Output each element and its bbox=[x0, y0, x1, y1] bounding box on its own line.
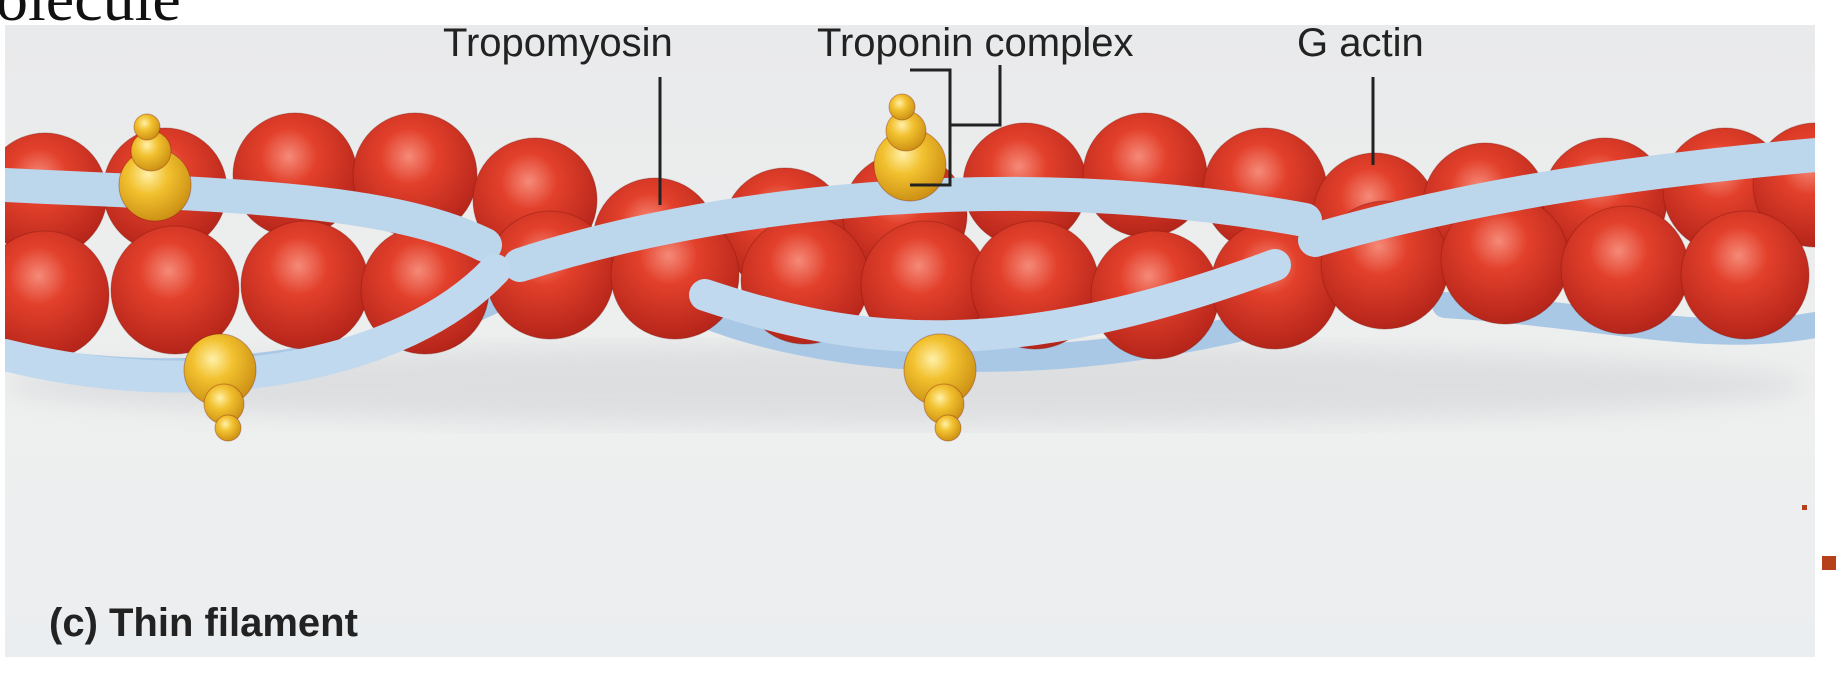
troponin-subunit bbox=[888, 93, 916, 121]
troponin-bracket bbox=[910, 68, 952, 187]
slide-bullet-small bbox=[1802, 505, 1807, 510]
thin-filament-illustration bbox=[0, 65, 1840, 442]
tropomyosin-strand-top bbox=[0, 138, 1832, 282]
thin-filament-figure: Tropomyosin Troponin complex G actin (c)… bbox=[0, 21, 1840, 657]
g-actin-monomer bbox=[0, 230, 110, 360]
g-actin-monomer bbox=[1680, 210, 1810, 340]
troponin-subunit bbox=[133, 113, 161, 141]
figure-caption: (c) Thin filament bbox=[49, 601, 358, 645]
troponin-subunit bbox=[214, 414, 242, 442]
troponin-subunit bbox=[934, 414, 962, 442]
troponin-complex-label: Troponin complex bbox=[817, 21, 1134, 65]
g-actin-monomer bbox=[240, 220, 370, 350]
slide-bullet bbox=[1822, 556, 1836, 570]
tropomyosin-label: Tropomyosin bbox=[443, 21, 673, 65]
g-actin-monomer bbox=[1560, 205, 1690, 335]
troponin-leader-line bbox=[950, 65, 1002, 127]
g-actin-label: G actin bbox=[1297, 21, 1424, 65]
g-actin-monomer bbox=[110, 225, 240, 355]
